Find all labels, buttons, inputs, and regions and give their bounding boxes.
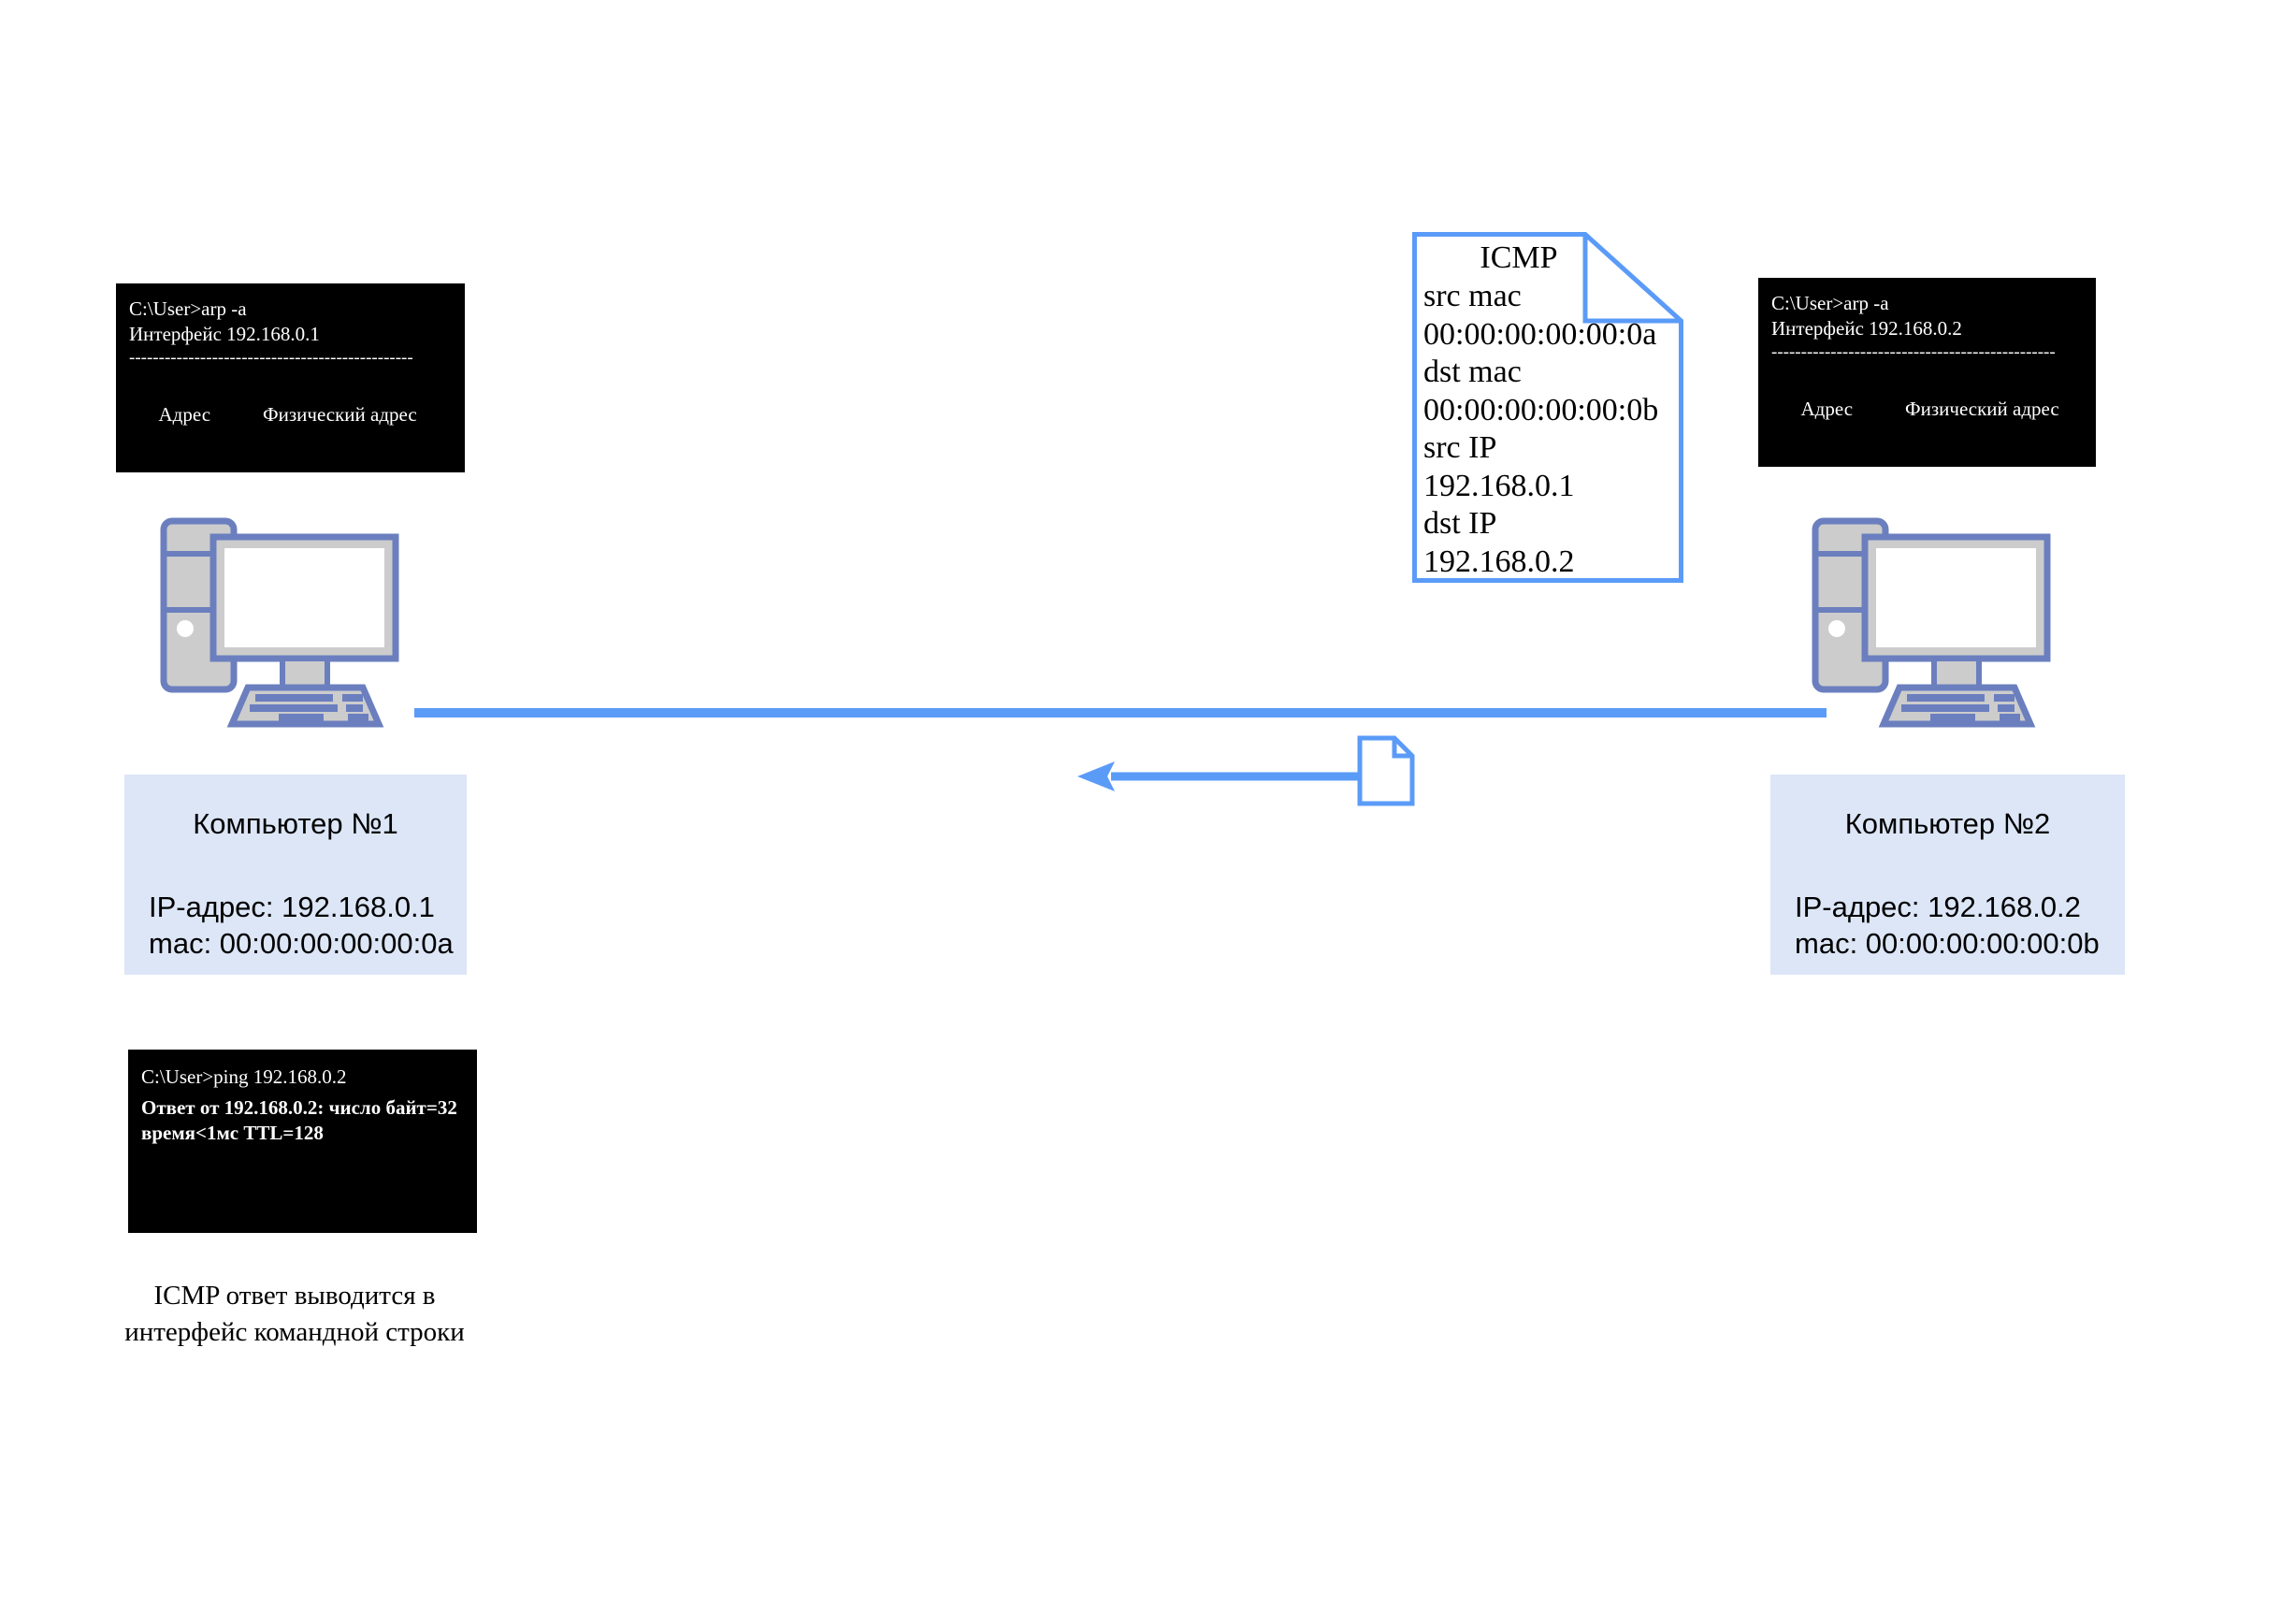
left-terminal-rule-physical: ----------------------------- xyxy=(247,480,420,500)
caption-line-1: ICMP ответ выводится в xyxy=(153,1281,436,1311)
network-cable-link xyxy=(414,708,1827,717)
icmp-document-shape xyxy=(1412,232,1683,583)
right-terminal-col-address: Адрес xyxy=(1800,397,1854,420)
icmp-src-ip-label: src IP xyxy=(1423,430,1497,466)
desktop-computer-icon xyxy=(1812,517,2051,728)
right-terminal-col-physical: Физический адрес xyxy=(1905,397,2059,420)
icmp-dst-mac-label: dst mac xyxy=(1423,355,1522,390)
right-terminal-rule-top: ----------------------------------------… xyxy=(1771,341,2056,362)
desktop-computer-icon xyxy=(160,517,399,728)
icmp-dst-ip-value: 192.168.0.2 xyxy=(1423,543,1575,579)
left-arp-terminal: C:\User>arp -a Интерфейс 192.168.0.1 ---… xyxy=(116,283,465,581)
left-terminal-header-row: Адрес Физический адрес xyxy=(129,377,465,453)
computer-1-info-box: Компьютер №1 IP-адрес: 192.168.0.1 mac: … xyxy=(124,775,467,975)
icmp-document-text: ICMP src mac 00:00:00:00:00:0a dst mac 0… xyxy=(1423,239,1704,581)
caption-line-2: интерфейс командной строки xyxy=(124,1317,465,1348)
right-terminal-rule-physical: ----------------------------- xyxy=(1889,474,2062,494)
left-terminal-col-physical: Физический адрес xyxy=(263,402,417,426)
computer-1-details: IP-адрес: 192.168.0.1 mac: 00:00:00:00:0… xyxy=(124,890,467,963)
computer-icon-2 xyxy=(1811,516,2077,732)
icmp-src-mac-label: src mac xyxy=(1423,279,1522,314)
icmp-dst-mac-value: 00:00:00:00:00:0b xyxy=(1423,392,1659,427)
ping-terminal-reply-line1: Ответ от 192.168.0.2: число байт=32 xyxy=(141,1095,457,1119)
right-terminal-interface: Интерфейс 192.168.0.2 xyxy=(1771,316,1962,340)
right-terminal-prompt: C:\User>arp -a xyxy=(1771,292,1889,314)
computer-2-name: Компьютер №2 xyxy=(1844,807,2051,840)
computer-2-details: IP-адрес: 192.168.0.2 mac: 00:00:00:00:0… xyxy=(1770,890,2125,963)
computer-1-ip: IP-адрес: 192.168.0.1 xyxy=(149,891,435,924)
computer-icon-1 xyxy=(159,516,426,732)
document-icon xyxy=(1357,735,1415,806)
diagram-caption: ICMP ответ выводится в интерфейс командн… xyxy=(103,1278,486,1351)
icmp-reply-packet-icon xyxy=(1357,735,1415,806)
ping-terminal-prompt: C:\User>ping 192.168.0.2 xyxy=(141,1065,347,1088)
icmp-title: ICMP xyxy=(1480,240,1558,275)
icmp-packet-document: ICMP src mac 00:00:00:00:00:0a dst mac 0… xyxy=(1412,232,1683,583)
left-terminal-prompt: C:\User>arp -a xyxy=(129,297,247,320)
right-terminal-rule-address: ------------- xyxy=(1798,474,1875,494)
left-terminal-rule-top: ----------------------------------------… xyxy=(129,347,413,368)
icmp-src-mac-value: 00:00:00:00:00:0a xyxy=(1423,316,1657,352)
ping-terminal: C:\User>ping 192.168.0.2 Ответ от 192.16… xyxy=(128,1050,477,1233)
icmp-src-ip-value: 192.168.0.1 xyxy=(1423,468,1575,503)
computer-2-info-box: Компьютер №2 IP-адрес: 192.168.0.2 mac: … xyxy=(1770,775,2125,975)
left-terminal-rule-address: ------------- xyxy=(155,480,233,500)
left-terminal-interface: Интерфейс 192.168.0.1 xyxy=(129,322,320,345)
left-arrow-icon xyxy=(1077,761,1361,791)
computer-2-ip: IP-адрес: 192.168.0.2 xyxy=(1795,891,2081,924)
right-terminal-rule-row: ----------------------------------------… xyxy=(1771,451,2096,519)
right-terminal-header-row: Адрес Физический адрес xyxy=(1771,371,2096,447)
left-terminal-rule-row: ----------------------------------------… xyxy=(129,456,465,525)
left-terminal-col-address: Адрес xyxy=(158,402,211,426)
icmp-dst-ip-label: dst IP xyxy=(1423,506,1497,542)
computer-1-mac: mac: 00:00:00:00:00:0a xyxy=(149,926,454,960)
icmp-reply-arrow xyxy=(1076,748,1365,804)
computer-2-mac: mac: 00:00:00:00:00:0b xyxy=(1795,926,2100,960)
computer-1-name: Компьютер №1 xyxy=(193,807,398,840)
right-arp-terminal: C:\User>arp -a Интерфейс 192.168.0.2 ---… xyxy=(1758,278,2096,575)
ping-terminal-reply-line2: время<1мс TTL=128 xyxy=(141,1121,324,1144)
